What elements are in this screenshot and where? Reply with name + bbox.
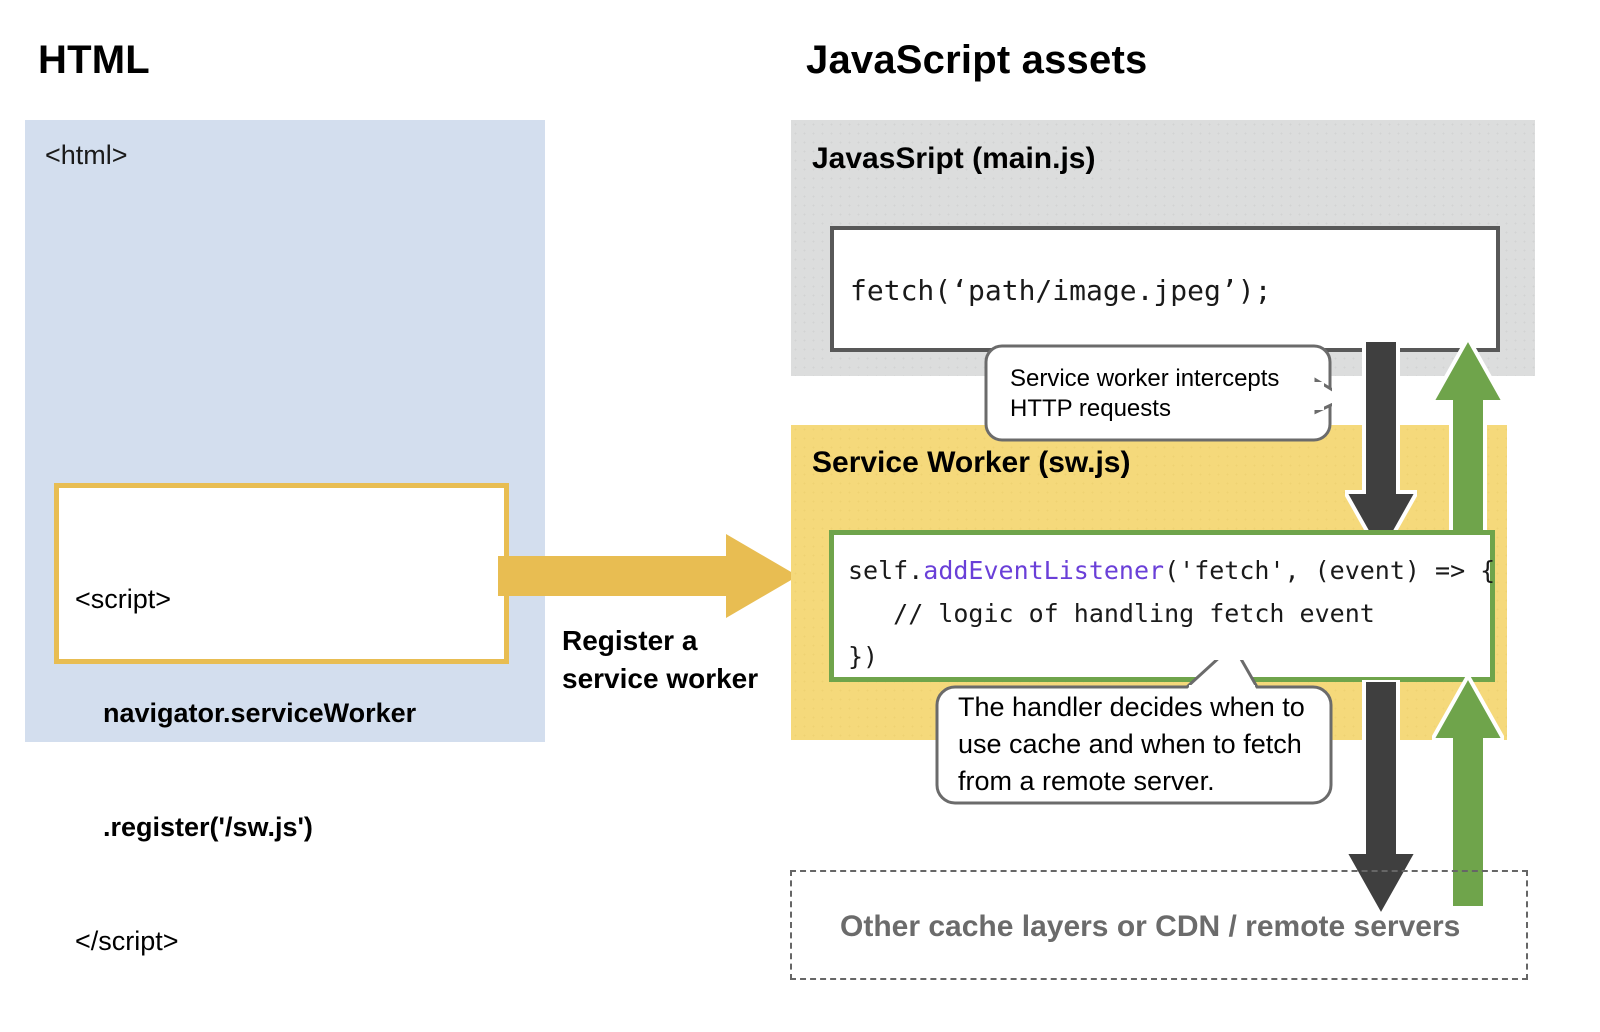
cdn-remote-servers-box (790, 870, 1528, 980)
callout-service-worker-intercepts-text: Service worker intercepts HTTP requests (1010, 365, 1280, 422)
fetch-code-box: fetch(‘path/image.jpeg’); (830, 226, 1500, 352)
callout-handler-decides (935, 660, 1333, 805)
html-open-tag-label: <html> (45, 140, 128, 170)
callout-handler-decides-text: The handler decides when to use cache an… (958, 692, 1305, 796)
script-line-4: </script> (75, 926, 179, 956)
request-arrow-down-lower (1345, 680, 1417, 916)
script-code-box: <script> navigator.serviceWorker .regist… (54, 483, 509, 956)
html-column-heading: HTML (38, 38, 150, 82)
script-code-lines: <script> navigator.serviceWorker .regist… (75, 504, 416, 1032)
sw-code-self: self. (848, 556, 924, 585)
script-line-1: <script> (75, 584, 172, 614)
register-arrow-icon (498, 534, 798, 618)
sw-code-addeventlistener: addEventListener (923, 556, 1165, 585)
request-arrow-down-upper (1345, 340, 1417, 556)
response-arrow-up-lower (1432, 676, 1504, 908)
script-line-2: navigator.serviceWorker (103, 698, 417, 728)
javascript-column-heading: JavaScript assets (806, 38, 1148, 82)
mainjs-panel-title: JavasSript (main.js) (812, 142, 1096, 175)
fetch-code-text: fetch(‘path/image.jpeg’); (850, 274, 1272, 307)
service-worker-panel-title: Service Worker (sw.js) (812, 446, 1131, 479)
cdn-remote-servers-label: Other cache layers or CDN / remote serve… (840, 910, 1461, 943)
sw-code-close: }) (848, 642, 879, 671)
service-worker-code-text: self.addEventListener('fetch', (event) =… (848, 549, 1495, 678)
response-arrow-up-upper (1432, 338, 1504, 558)
script-line-3: .register('/sw.js') (103, 812, 313, 842)
register-arrow-label: Register a service worker (562, 625, 759, 694)
service-worker-code-box: self.addEventListener('fetch', (event) =… (829, 530, 1495, 682)
callout-service-worker-intercepts (984, 344, 1332, 442)
sw-code-args: ('fetch', (event) => { (1164, 556, 1496, 585)
sw-code-comment: // logic of handling fetch event (848, 599, 1375, 628)
